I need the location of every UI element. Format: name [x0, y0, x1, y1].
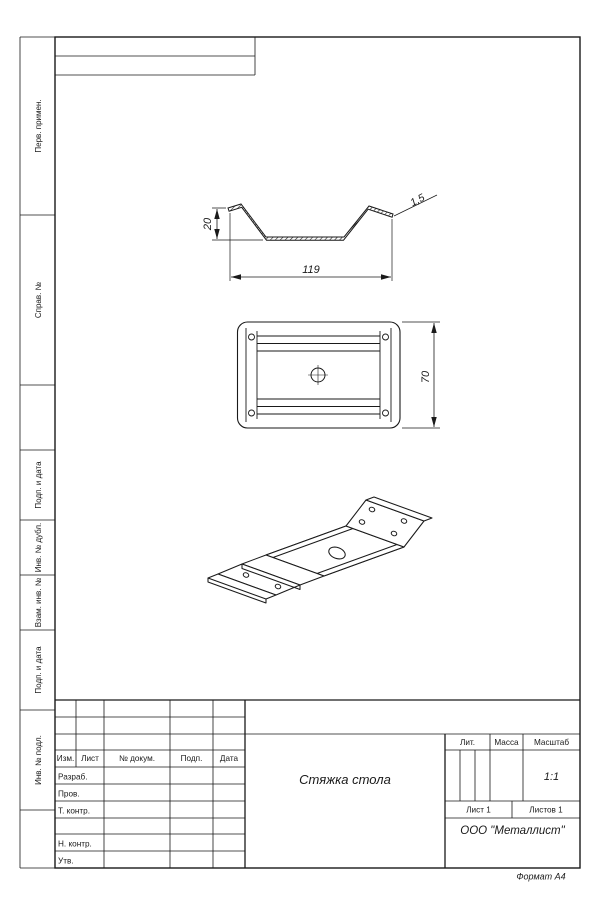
- format-label: Формат А4: [516, 872, 565, 882]
- dim-width-label: 70: [420, 370, 432, 383]
- hole-top-left: [248, 333, 255, 341]
- row-razrab: Разраб.: [58, 773, 87, 782]
- center-hole-crosshair: [308, 365, 328, 385]
- plan-outline: [236, 321, 401, 429]
- extension-lines-plan: [402, 321, 440, 429]
- margin-label-perv-primen: Перв. примен.: [34, 99, 43, 152]
- scale-value: 1:1: [544, 771, 559, 783]
- iso-right-tab: [365, 496, 433, 522]
- plan-bend-lines: [245, 328, 392, 422]
- hole-top-right: [382, 333, 389, 341]
- iso-center-hole: [328, 546, 346, 560]
- margin-label-vzam-inv: Взам. инв. №: [34, 577, 43, 627]
- sheets-cell: Листов 1: [529, 806, 563, 815]
- iso-hole-right-1: [358, 519, 366, 525]
- col-masshtab: Масштаб: [534, 738, 569, 747]
- hole-bottom-left: [248, 409, 255, 417]
- grid-thin-lines: [19, 36, 580, 869]
- margin-label-podp-data-2: Подп. и дата: [34, 646, 43, 694]
- row-tkontr: Т. контр.: [58, 807, 90, 816]
- col-lit: Лит.: [460, 738, 475, 747]
- iso-thickness-edges: [207, 564, 301, 604]
- margin-label-sprav-no: Справ. №: [34, 281, 43, 318]
- row-prov: Пров.: [58, 790, 80, 799]
- col-podp: Подп.: [181, 754, 203, 763]
- col-massa: Масса: [494, 738, 519, 747]
- col-dokum: № докум.: [119, 754, 155, 763]
- margin-label-podp-data-1: Подп. и дата: [34, 461, 43, 509]
- col-list: Лист: [81, 754, 99, 763]
- row-utv: Утв.: [58, 857, 74, 866]
- dim-height-label: 20: [202, 217, 214, 231]
- extension-lines-profile: [212, 207, 393, 281]
- part-name: Стяжка стола: [299, 772, 391, 787]
- iso-hole-right-2: [390, 530, 398, 537]
- iso-hole-right-3: [368, 506, 376, 513]
- iso-hole-left-2: [274, 583, 282, 590]
- hole-bottom-right: [382, 409, 389, 417]
- plan-view: 70: [236, 321, 440, 429]
- title-block: Изм. Лист № докум. Подп. Дата Разраб. Пр…: [57, 738, 570, 866]
- col-izm: Изм.: [57, 754, 75, 763]
- frame-border: [54, 36, 581, 869]
- profile-section-outline: [227, 203, 394, 241]
- dim-length-label: 119: [302, 264, 320, 276]
- left-margin: Перв. примен. Справ. № Подп. и дата Инв.…: [34, 99, 43, 785]
- iso-hole-left-1: [242, 572, 250, 578]
- col-data: Дата: [220, 754, 239, 763]
- margin-label-inv-podl: Инв. № подл.: [34, 735, 43, 785]
- dim-thickness-label: 1,5: [408, 192, 427, 210]
- sheet-frame: [19, 36, 581, 869]
- company-name: ООО "Металлист": [460, 825, 565, 837]
- iso-hole-right-4: [400, 518, 408, 524]
- row-nkontr: Н. контр.: [58, 840, 92, 849]
- isometric-view: [207, 496, 433, 604]
- sheet-cell: Лист 1: [466, 806, 491, 815]
- margin-label-inv-dubl: Инв. № дубл.: [34, 523, 43, 573]
- leader-line-thickness: [393, 194, 438, 217]
- section-view: 20 119 1,5: [202, 192, 438, 281]
